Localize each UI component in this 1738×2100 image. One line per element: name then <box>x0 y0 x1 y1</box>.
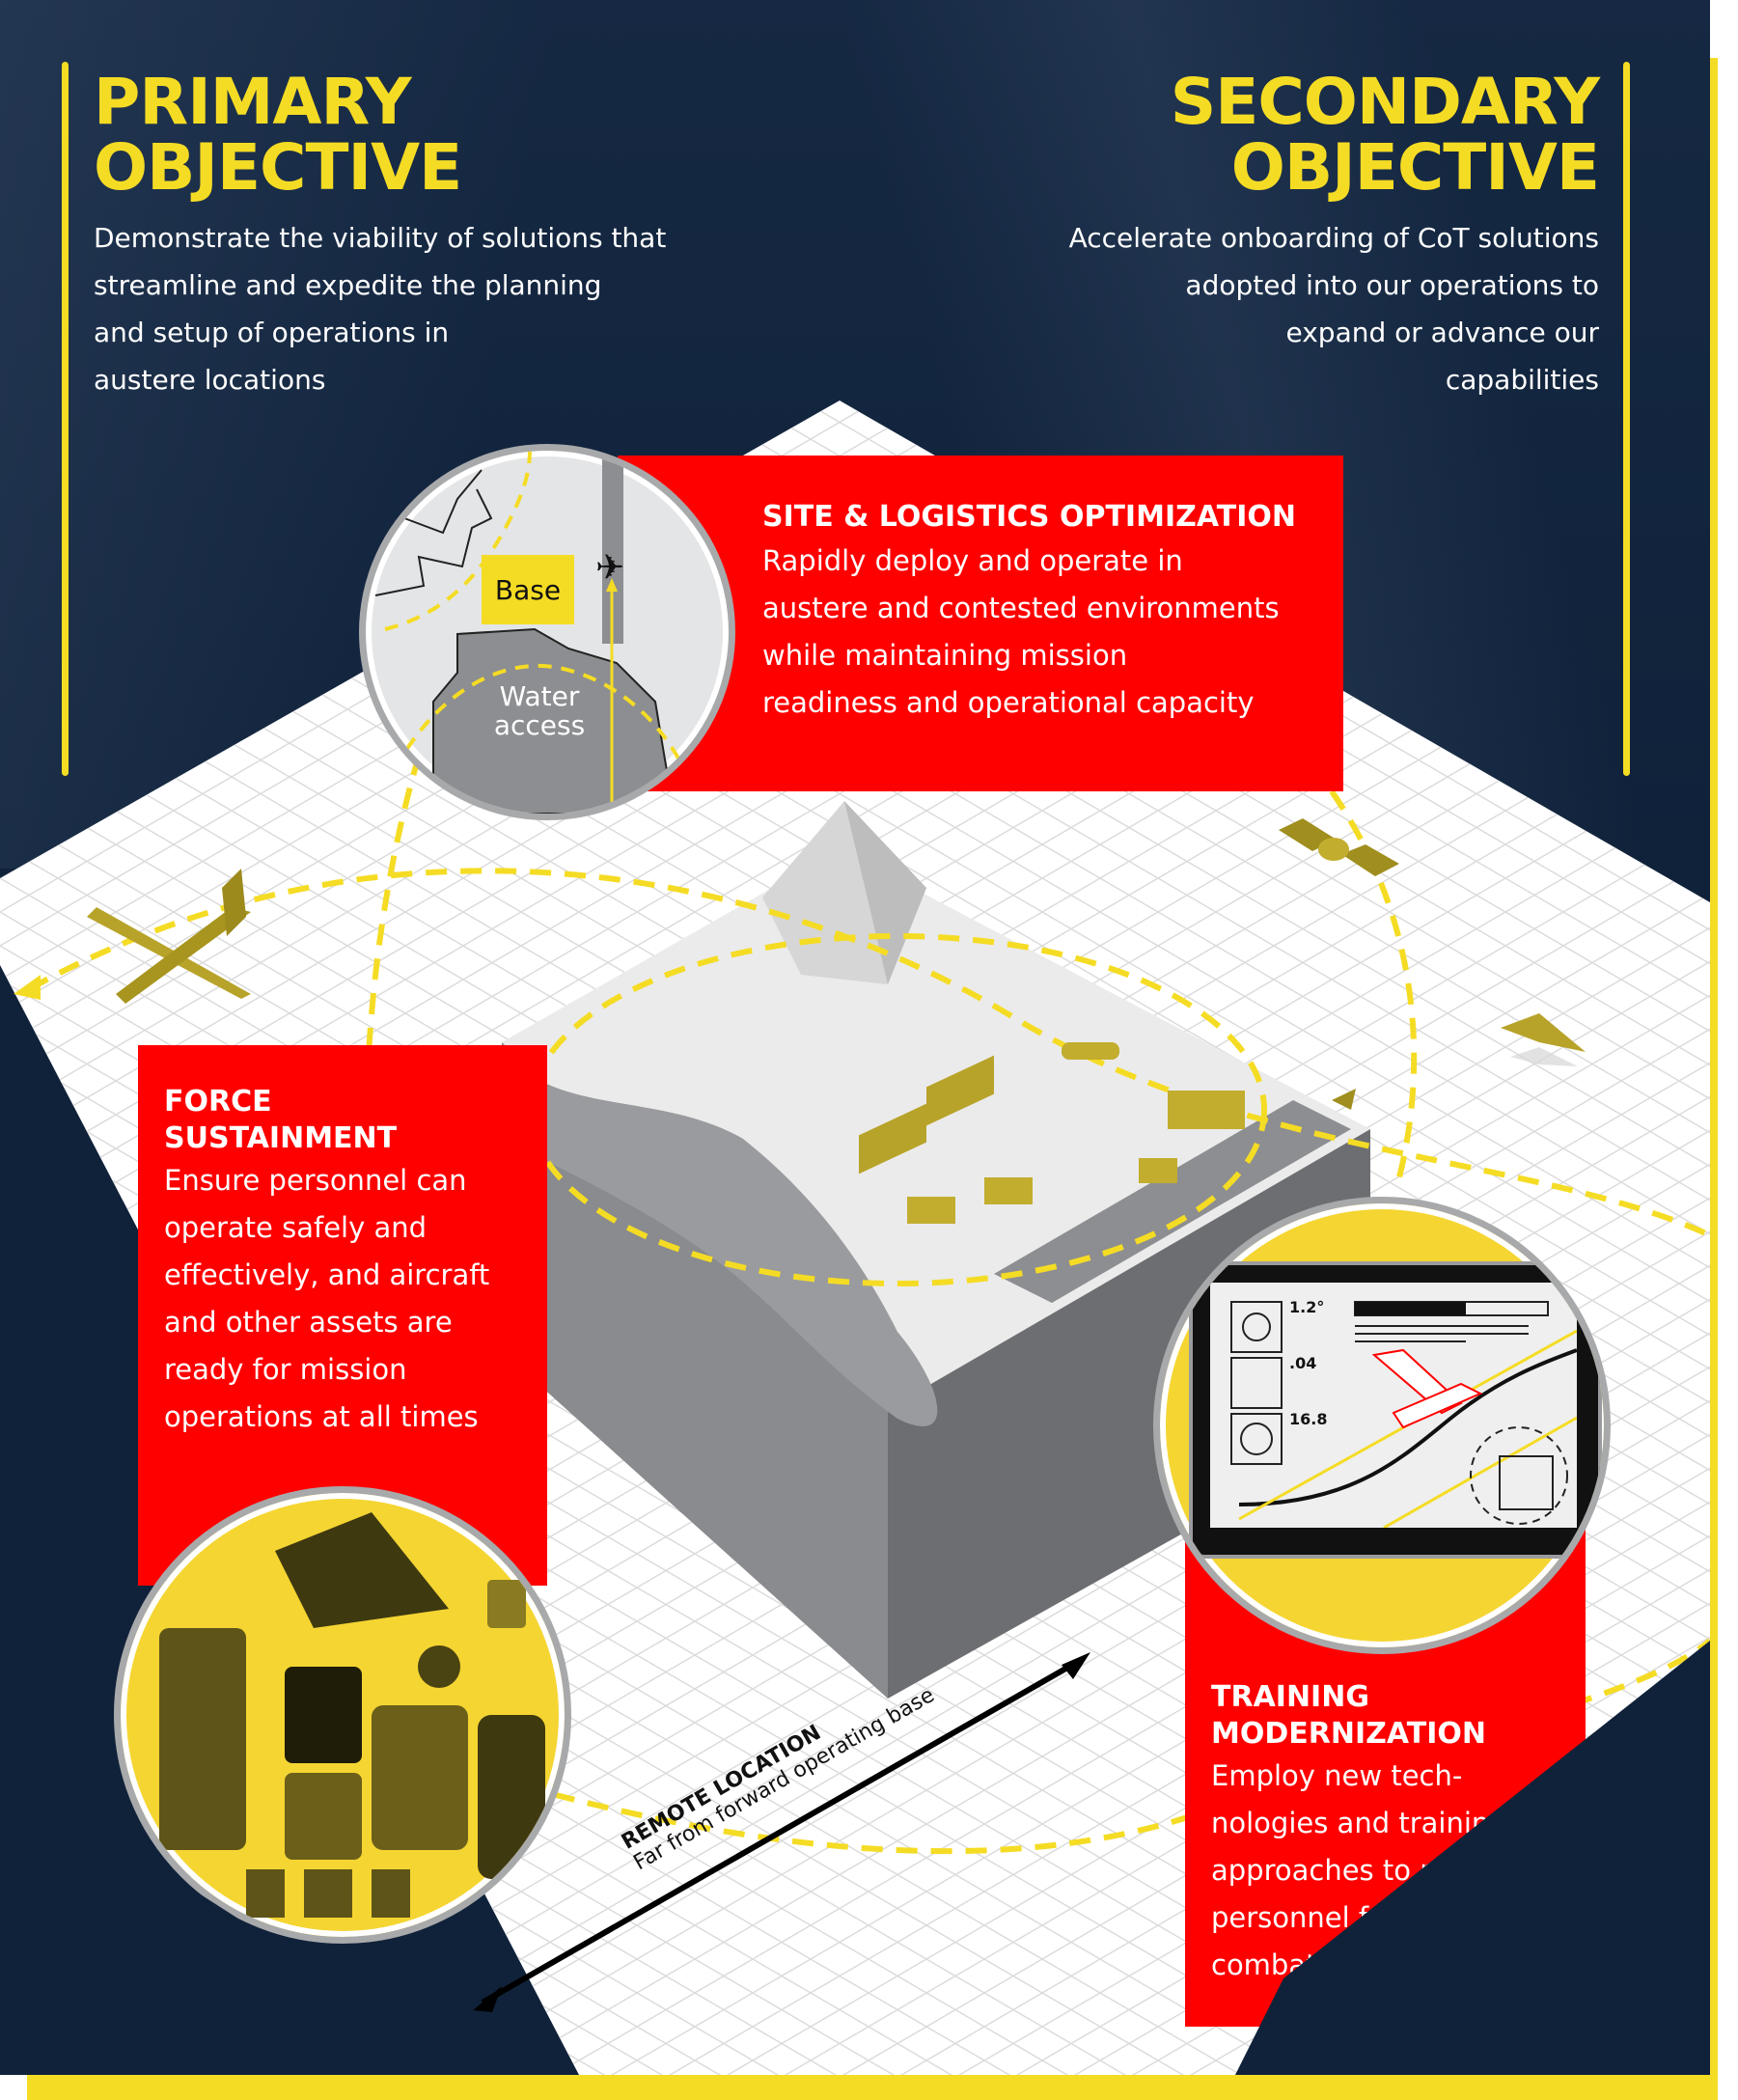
site-logistics-card: SITE & LOGISTICS OPTIMIZATION Rapidly de… <box>618 456 1343 791</box>
tablet-readout-angle: 1.2° <box>1289 1298 1325 1316</box>
primary-heading-line2: OBJECTIVE <box>94 130 462 205</box>
cargo-plane-icon <box>58 859 280 1004</box>
fighter-jet-icon <box>1501 999 1587 1066</box>
truck-icon <box>984 1177 1033 1204</box>
base-camp <box>830 1042 1283 1255</box>
tablet-screen: 1.2° .04 16.8 <box>1210 1283 1577 1528</box>
infographic-panel: PRIMARY OBJECTIVE Demonstrate the viabil… <box>0 0 1710 2075</box>
training-title-line2: MODERNIZATION <box>1211 1717 1486 1751</box>
bulldozer-icon <box>1139 1158 1177 1183</box>
excavator-icon <box>1168 1091 1245 1129</box>
secondary-heading-line2: OBJECTIVE <box>1230 130 1600 205</box>
satellite-icon <box>1274 811 1399 888</box>
secondary-heading-line1: SECONDARY <box>1170 65 1600 139</box>
tablet-readout-value: 16.8 <box>1289 1410 1328 1428</box>
truck-icon <box>907 1197 955 1224</box>
primary-body-line: streamline and expedite the planning <box>94 269 602 301</box>
primary-accent-bar <box>62 62 69 776</box>
card-body-line: operate safely and <box>164 1211 428 1244</box>
primary-body-line: austere locations <box>94 364 326 396</box>
tablet-circle: 1.2° .04 16.8 <box>1153 1197 1611 1654</box>
card-body-line: ready for mission <box>164 1353 407 1386</box>
primary-heading-line1: PRIMARY <box>94 65 412 139</box>
gear-kit-circle <box>114 1486 571 1944</box>
card-body-line: austere and contested environments <box>762 592 1280 624</box>
training-body: Employ new tech- nologies and training a… <box>1211 1753 1583 1989</box>
base-label: Base <box>482 555 574 624</box>
card-body-line: while maintaining mission <box>762 639 1128 672</box>
card-body-line: Employ new tech- <box>1211 1759 1463 1792</box>
card-body-line: readiness and operational capacity <box>762 686 1255 719</box>
airplane-icon: ✈ <box>595 547 625 587</box>
training-title-line1: TRAINING <box>1211 1680 1369 1714</box>
card-body-line: effectively, and aircraft <box>164 1258 490 1291</box>
bottom-corners <box>0 0 1710 2075</box>
primary-body: Demonstrate the viability of solutions t… <box>94 214 666 403</box>
water-label-line2: access <box>493 709 586 741</box>
card-body-line: Ensure personnel can <box>164 1164 467 1197</box>
primary-objective: PRIMARY OBJECTIVE Demonstrate the viabil… <box>94 69 666 403</box>
secondary-accent-bar <box>1623 62 1630 776</box>
secondary-body-line: expand or advance our <box>1285 317 1599 348</box>
helicopter-icon <box>1062 1042 1119 1060</box>
force-title-line2: SUSTAINMENT <box>164 1121 398 1155</box>
primary-body-line: Demonstrate the viability of solutions t… <box>94 222 667 254</box>
tablet-readout-wind: .04 <box>1289 1354 1317 1372</box>
force-title-line1: FORCE <box>164 1085 272 1119</box>
gear-kit-icon <box>159 1512 545 1918</box>
tablet-icon: 1.2° .04 16.8 <box>1189 1261 1602 1559</box>
card-body-line: Rapidly deploy and operate in <box>762 544 1183 577</box>
secondary-body-line: Accelerate onboarding of CoT solutions <box>1068 222 1599 254</box>
site-logistics-body: Rapidly deploy and operate in austere an… <box>762 538 1341 727</box>
primary-body-line: and setup of operations in <box>94 317 450 348</box>
secondary-objective: SECONDARY OBJECTIVE Accelerate onboardin… <box>1069 65 1600 403</box>
secondary-body: Accelerate onboarding of CoT solutions a… <box>1069 214 1599 403</box>
secondary-body-line: adopted into our operations to <box>1185 269 1599 301</box>
secondary-body-line: capabilities <box>1445 364 1599 396</box>
card-body-line: nologies and training <box>1211 1807 1507 1839</box>
card-body-line: operations at all times <box>164 1400 479 1433</box>
site-map-circle: Base ✈ Water access <box>359 444 735 820</box>
force-body: Ensure personnel can operate safely and … <box>164 1157 540 1441</box>
site-logistics-title: SITE & LOGISTICS OPTIMIZATION <box>762 500 1296 534</box>
water-label-line1: Water <box>499 680 580 712</box>
water-access-label: Water access <box>482 682 597 740</box>
card-body-line: and other assets are <box>164 1306 453 1339</box>
